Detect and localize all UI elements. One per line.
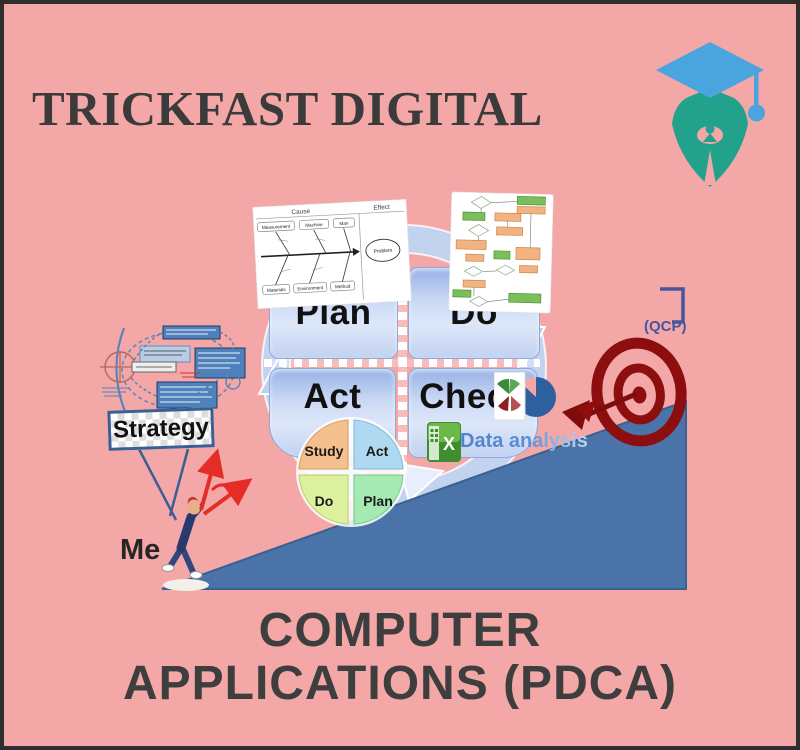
slope-triangle: [161, 399, 687, 590]
fishbone-cause: Environment: [297, 285, 324, 291]
strategy-mindmap: [100, 325, 246, 415]
pie-plan-label: Plan: [363, 493, 393, 509]
qcp-label: (QCP): [644, 318, 687, 335]
fishbone-diagram: Cause Effect Measurement Machine Man Mat…: [252, 199, 412, 309]
excel-icon: X: [427, 422, 461, 462]
fishbone-problem-label: Problem: [373, 248, 392, 255]
pen-nib-icon: [672, 88, 748, 187]
pie-chart-icon: [494, 372, 556, 421]
fishbone-cause: Machine: [305, 222, 323, 228]
fishbone-cause: Materials: [267, 287, 287, 293]
data-analysis-label: Data analysis: [460, 430, 588, 452]
pie-act-label: Act: [366, 443, 389, 459]
strategy-callout-pointer: [137, 448, 190, 521]
person-figure: [161, 496, 209, 591]
qcp-bracket: [660, 287, 685, 324]
brand-title: TRICKFAST DIGITAL: [32, 81, 543, 136]
target-icon: [562, 337, 687, 447]
pie-study-label: Study: [305, 443, 344, 459]
flowchart-diagram: [448, 191, 554, 314]
footer-line-1: COMPUTER: [258, 604, 542, 657]
act-label: Act: [303, 377, 362, 416]
pdca-quadrant-do: Do: [408, 267, 540, 359]
arrow-icon: [562, 391, 637, 430]
svg-text:X: X: [443, 434, 455, 454]
fishbone-cause-header: Cause: [291, 208, 311, 216]
footer-headline: COMPUTER APPLICATIONS (PDCA): [4, 604, 796, 711]
pie-do-label: Do: [315, 493, 334, 509]
brand-logo: [656, 42, 765, 187]
graduation-cap-icon: [656, 42, 765, 122]
fishbone-effect-header: Effect: [373, 204, 390, 212]
fishbone-cause: Method: [335, 284, 351, 290]
fishbone-cause: Man: [339, 221, 349, 226]
me-label: Me: [120, 534, 161, 566]
sdap-pie-chart: Study Act Do Plan: [296, 417, 406, 527]
quadrant-divider-horizontal: [264, 358, 540, 367]
footer-line-2: APPLICATIONS (PDCA): [122, 656, 678, 710]
fishbone-cause: Measurement: [262, 224, 291, 231]
red-arrows: [197, 448, 253, 516]
